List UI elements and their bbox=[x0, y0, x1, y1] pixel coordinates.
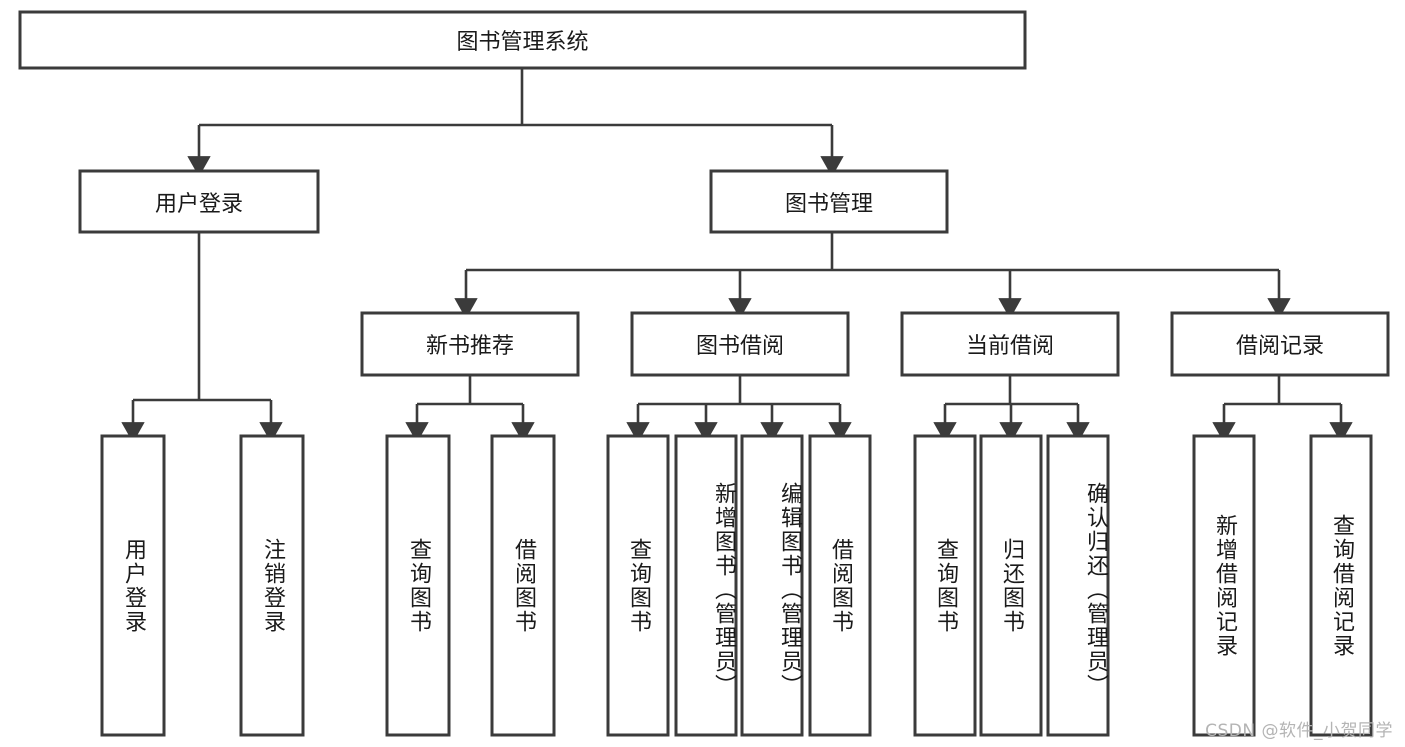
node-box-user-login[interactable] bbox=[78, 169, 320, 234]
node-box-leaf-user-logout[interactable] bbox=[239, 434, 305, 737]
node-box-leaf-borrow-book-1[interactable] bbox=[490, 434, 556, 737]
node-box-root[interactable] bbox=[18, 10, 1027, 70]
node-box-leaf-user-login[interactable] bbox=[100, 434, 166, 737]
node-box-leaf-borrow-book-2[interactable] bbox=[808, 434, 872, 737]
node-box-leaf-add-book[interactable] bbox=[674, 434, 738, 737]
node-box-new-book-recommend[interactable] bbox=[360, 311, 580, 377]
node-box-leaf-edit-book[interactable] bbox=[740, 434, 804, 737]
node-box-book-management[interactable] bbox=[709, 169, 949, 234]
node-box-borrow-record[interactable] bbox=[1170, 311, 1390, 377]
nodes-group bbox=[18, 10, 1390, 737]
watermark-text: CSDN @软件_小贺同学 bbox=[1205, 721, 1393, 741]
node-box-leaf-query-book-1[interactable] bbox=[385, 434, 451, 737]
edges-group bbox=[121, 68, 1353, 443]
node-box-book-borrow[interactable] bbox=[630, 311, 850, 377]
node-box-leaf-query-book-3[interactable] bbox=[913, 434, 977, 737]
node-box-current-borrow[interactable] bbox=[900, 311, 1120, 377]
node-box-leaf-query-record[interactable] bbox=[1309, 434, 1373, 737]
node-box-leaf-query-book-2[interactable] bbox=[606, 434, 670, 737]
node-box-leaf-return-book[interactable] bbox=[979, 434, 1043, 737]
node-box-leaf-add-record[interactable] bbox=[1192, 434, 1256, 737]
node-box-leaf-confirm-return[interactable] bbox=[1046, 434, 1110, 737]
